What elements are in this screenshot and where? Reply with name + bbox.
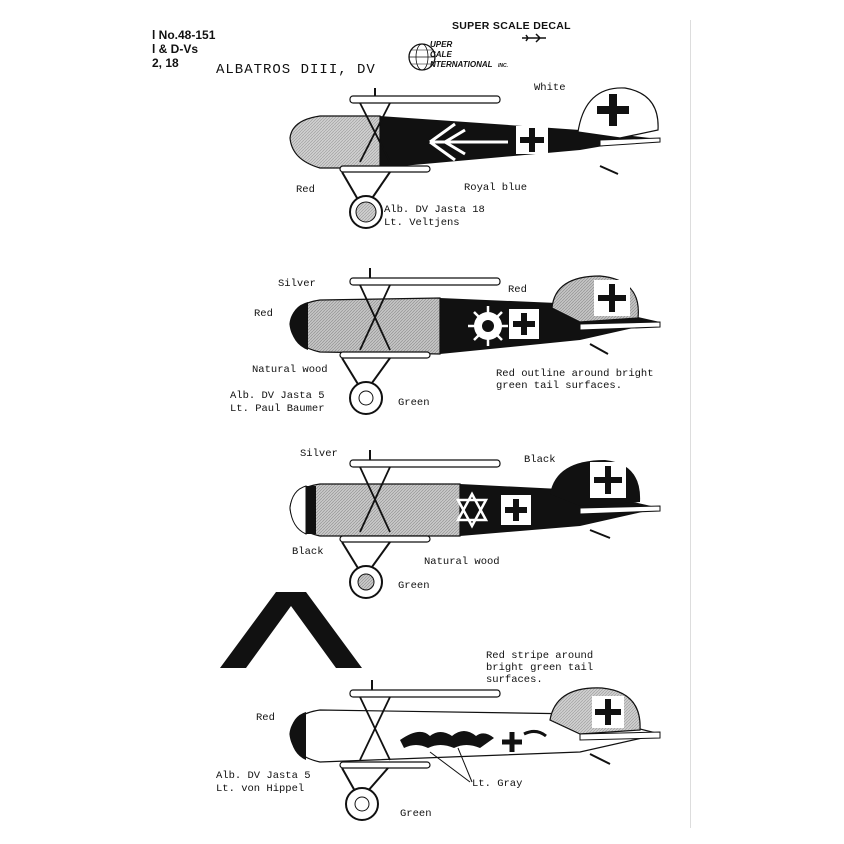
emblem-icon [468,306,508,346]
sheet-title: ALBATROS DIII, DV [216,62,376,78]
globe-logo-icon [408,43,436,71]
label-black-tail: Black [524,454,556,466]
fuselage-cross-icon [509,309,539,339]
stripe-note-line-3: surfaces. [486,674,543,686]
label-silver-3: Silver [300,448,338,460]
brand-logo: UPER CALE NTERNATIONAL INC. [408,36,528,80]
logo-line-2: CALE [430,50,452,59]
brand-name: SUPER SCALE DECAL [452,20,571,32]
chevron-marking-icon [220,592,362,668]
label-red-4: Red [256,712,275,724]
label-red-nose: Red [254,308,273,320]
label-royal-blue: Royal blue [464,182,528,194]
caption-1-pilot: Lt. Veltjens [384,217,460,229]
iron-cross-icon [590,462,626,498]
logo-line-1: UPER [430,40,453,49]
iron-cross-icon [592,696,624,728]
label-lt-gray: Lt. Gray [472,778,523,790]
catalog-number: l No.48-151 [152,28,216,42]
catalog-squadrons: 2, 18 [152,56,179,70]
fuselage-cross-icon [502,732,522,752]
caption-2-pilot: Lt. Paul Baumer [230,403,325,415]
label-black-nose: Black [292,546,324,558]
stripe-note-line-1: Red stripe around [486,650,594,662]
iron-cross-icon [594,280,630,316]
caption-4-pilot: Lt. von Hippel [216,783,305,795]
label-red-top: Red [508,284,527,296]
label-natural-wood-3: Natural wood [424,556,500,568]
aircraft-3-drawing [289,450,661,599]
caption-1-unit: Alb. DV Jasta 18 [384,204,485,216]
plane-silhouette-icon [522,33,546,43]
label-natural-wood: Natural wood [252,364,328,376]
aircraft-1-drawing [289,87,661,229]
dragon-emblem-icon [400,731,494,748]
aircraft-4-drawing [289,680,661,821]
catalog-subtitle: l & D-Vs [152,42,199,56]
tail-note-line-1: Red outline around bright [496,368,654,380]
tail-note-line-2: green tail surfaces. [496,380,623,392]
logo-suffix: INC. [498,63,508,69]
aircraft-2-drawing [289,268,661,415]
fuselage-cross-icon [501,495,531,525]
caption-2-unit: Alb. DV Jasta 5 [230,390,325,402]
label-silver: Silver [278,278,316,290]
label-red: Red [296,184,315,196]
caption-4-unit: Alb. DV Jasta 5 [216,770,311,782]
iron-cross-icon [597,94,629,126]
fuselage-cross-icon [516,126,548,154]
sheet-edge [690,20,691,828]
label-green-4: Green [400,808,432,820]
label-green-3: Green [398,580,430,592]
logo-line-3: NTERNATIONAL [430,60,493,69]
label-green: Green [398,397,430,409]
stripe-note-line-2: bright green tail [486,662,594,674]
label-white: White [534,82,566,94]
star-emblem-icon [455,491,489,529]
